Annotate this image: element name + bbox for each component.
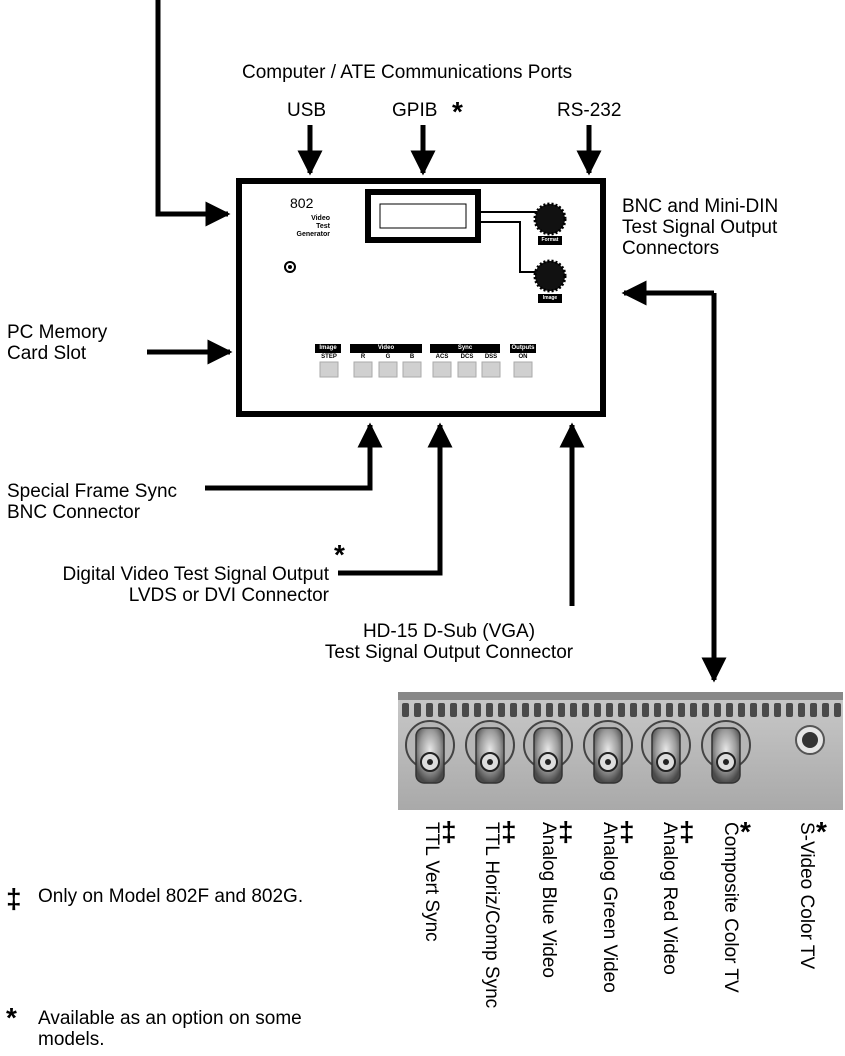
legend-asterisk-text: Available as an option on some models.: [38, 1008, 302, 1050]
connector-mark: ‡: [619, 816, 635, 847]
frame-sync-arrow: [205, 422, 383, 491]
device-name-line-3: Generator: [296, 231, 330, 238]
bnc-label-line-3: Connectors: [622, 238, 720, 259]
port-usb-label: USB: [287, 100, 327, 121]
pc-memory-line-1: PC Memory: [7, 322, 108, 343]
bnc-analog-green-icon: [583, 720, 633, 784]
connector-label: Analog Green Video: [599, 822, 620, 993]
gpib-option-mark: *: [452, 96, 463, 127]
digital-video-arrow: [338, 422, 453, 576]
connector-mark: ‡: [441, 816, 457, 847]
bnc-label-line-2: Test Signal Output: [622, 217, 778, 238]
top-input-connector-line: [155, 0, 231, 227]
connector-label: TTL Vert Sync: [421, 822, 442, 942]
image-knob-label: Image: [542, 295, 558, 301]
dcs-button-label: DCS: [460, 354, 474, 360]
vga-line-2: Test Signal Output Connector: [324, 642, 574, 663]
frame-sync-line-1: Special Frame Sync: [7, 481, 178, 502]
port-rs232-label: RS-232: [557, 100, 622, 121]
connector-mark: *: [816, 816, 827, 847]
b-button-label: B: [409, 354, 415, 360]
device-name-line-1: Video: [311, 215, 330, 222]
digital-video-option-mark: *: [334, 539, 345, 570]
legend-dagger-mark: ‡: [6, 883, 22, 914]
vga-label: HD-15 D-Sub (VGA) Test Signal Output Con…: [287, 621, 611, 663]
bnc-label-line-1: BNC and Mini-DIN: [622, 196, 779, 217]
g-button-label: G: [385, 354, 391, 360]
step-button-label: STEP: [321, 354, 337, 360]
r-button[interactable]: [353, 361, 373, 378]
group-sync-label: Sync: [457, 345, 473, 351]
group-video-label: Video: [377, 345, 395, 351]
g-button[interactable]: [378, 361, 398, 378]
connector-label: Composite Color TV: [720, 822, 741, 993]
bnc-ttl-vert-sync-icon: [405, 720, 455, 784]
format-knob-icon[interactable]: [533, 202, 567, 245]
ports-title: Computer / ATE Communications Ports: [242, 62, 573, 83]
port-gpib-label: GPIB: [392, 100, 438, 121]
digital-video-label: Digital Video Test Signal Output LVDS or…: [5, 564, 329, 606]
on-button[interactable]: [513, 361, 533, 378]
bnc-mini-din-label: BNC and Mini-DIN Test Signal Output Conn…: [622, 196, 778, 259]
device-model: 802: [290, 195, 314, 211]
frame-sync-label: Special Frame Sync BNC Connector: [7, 481, 177, 523]
bnc-ttl-horiz-comp-sync-icon: [465, 720, 515, 784]
vga-line-1: HD-15 D-Sub (VGA): [362, 621, 536, 642]
frame-sync-line-2: BNC Connector: [7, 502, 141, 523]
acs-button[interactable]: [432, 361, 452, 378]
connector-mark: ‡: [558, 816, 574, 847]
digital-video-line-1: Digital Video Test Signal Output: [62, 564, 329, 585]
connector-label: S-Video Color TV: [796, 822, 817, 970]
bnc-analog-blue-icon: [523, 720, 573, 784]
connector-label: Analog Red Video: [659, 822, 680, 975]
power-led-icon: [284, 261, 296, 273]
connector-mark: ‡: [501, 816, 517, 847]
digital-video-line-2: LVDS or DVI Connector: [128, 585, 329, 606]
bnc-composite-tv-icon: [701, 720, 751, 784]
pc-memory-line-2: Card Slot: [7, 343, 87, 364]
device-name-line-2: Test: [316, 223, 330, 230]
acs-button-label: ACS: [435, 354, 449, 360]
step-button[interactable]: [319, 361, 339, 378]
group-outputs-label: Outputs: [511, 345, 535, 351]
dss-button-label: DSS: [484, 354, 498, 360]
bnc-output-double-arrow: [621, 280, 727, 683]
connector-mark: ‡: [679, 816, 695, 847]
dcs-button[interactable]: [457, 361, 477, 378]
legend-dagger-text: Only on Model 802F and 802G.: [38, 886, 304, 907]
connector-label: Analog Blue Video: [538, 822, 559, 978]
bnc-analog-red-icon: [641, 720, 691, 784]
connector-mark: *: [740, 816, 751, 847]
on-button-label: ON: [518, 354, 528, 360]
b-button[interactable]: [402, 361, 422, 378]
connector-label: TTL Horiz/Comp Sync: [481, 822, 502, 1009]
front-panel-buttons: [319, 361, 533, 378]
image-knob-icon[interactable]: [533, 259, 567, 303]
device-name: Video Test Generator: [250, 215, 330, 239]
pc-memory-label: PC Memory Card Slot: [7, 322, 107, 364]
svideo-mini-din-icon: [795, 725, 825, 755]
group-image-label: Image: [319, 345, 337, 351]
r-button-label: R: [360, 354, 366, 360]
legend-asterisk-mark: *: [6, 1002, 17, 1033]
dss-button[interactable]: [481, 361, 501, 378]
format-knob-label: Format: [541, 237, 559, 243]
